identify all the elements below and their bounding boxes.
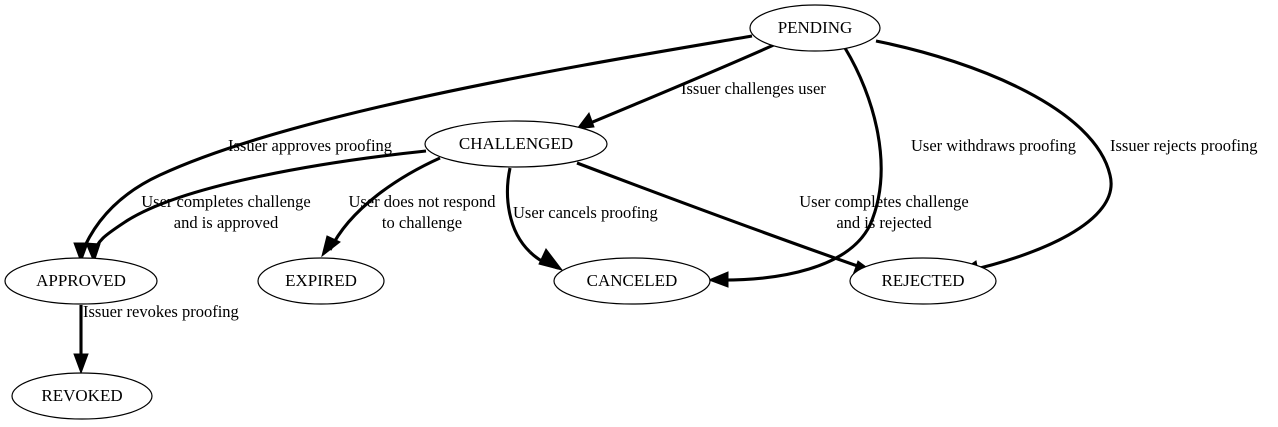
edge-label-pending-canceled: User withdraws proofing	[911, 136, 1076, 155]
edge-pending-rejected[interactable]	[875, 39, 1113, 277]
edge-label-challenged-approved-line1: User completes challenge	[141, 192, 311, 211]
edge-label-pending-rejected: Issuer rejects proofing	[1110, 136, 1258, 155]
edge-challenged-expired-arrowhead	[321, 235, 341, 258]
edge-challenged-canceled-path	[505, 167, 532, 254]
edge-label-challenged-rejected-line2: and is rejected	[836, 213, 932, 232]
node-pending-label: PENDING	[778, 18, 853, 37]
node-approved[interactable]: APPROVED	[4, 257, 158, 305]
node-rejected-ellipse	[849, 257, 997, 305]
node-revoked-label: REVOKED	[41, 386, 122, 405]
node-expired[interactable]: EXPIRED	[257, 257, 385, 305]
node-approved-label: APPROVED	[36, 271, 126, 290]
edge-label-challenged-rejected: User completes challenge and is rejected	[799, 192, 969, 232]
edge-challenged-canceled-path2	[528, 250, 559, 270]
edge-label-pending-approved: Issuer approves proofing	[228, 136, 392, 155]
node-pending[interactable]: PENDING	[749, 4, 881, 52]
edge-challenged-canceled[interactable]	[505, 167, 564, 271]
node-challenged[interactable]: CHALLENGED	[424, 120, 608, 168]
edge-label-challenged-approved-line2: and is approved	[174, 213, 279, 232]
node-rejected[interactable]: REJECTED	[849, 257, 997, 305]
edge-pending-challenged-arrowhead	[575, 111, 595, 130]
edge-pending-canceled[interactable]	[707, 47, 883, 288]
edge-label-approved-revoked: Issuer revokes proofing	[83, 302, 239, 321]
node-canceled[interactable]: CANCELED	[553, 257, 711, 305]
edge-pending-rejected-path	[875, 39, 1113, 273]
edge-pending-challenged-path	[582, 42, 777, 128]
edge-label-pending-challenged: Issuer challenges user	[681, 79, 826, 98]
node-pending-ellipse	[749, 4, 881, 52]
edge-pending-approved-path	[79, 34, 753, 256]
edge-approved-revoked-arrowhead	[73, 353, 89, 375]
node-revoked-ellipse	[11, 372, 153, 420]
edge-label-challenged-rejected-line1: User completes challenge	[799, 192, 969, 211]
node-challenged-ellipse	[424, 120, 608, 168]
node-canceled-label: CANCELED	[587, 271, 678, 290]
edge-approved-revoked[interactable]	[73, 305, 89, 375]
edge-pending-canceled-arrowhead	[707, 271, 729, 288]
node-approved-ellipse	[4, 257, 158, 305]
edge-label-challenged-canceled: User cancels proofing	[513, 203, 658, 222]
edge-pending-challenged[interactable]	[575, 42, 777, 130]
node-expired-ellipse	[257, 257, 385, 305]
edge-challenged-approved[interactable]	[85, 149, 427, 264]
node-revoked[interactable]: REVOKED	[11, 372, 153, 420]
node-rejected-label: REJECTED	[881, 271, 964, 290]
edge-pending-approved-arrowhead	[73, 242, 89, 264]
edge-label-challenged-approved: User completes challenge and is approved	[141, 192, 311, 232]
edge-label-challenged-expired: User does not respond to challenge	[348, 192, 496, 232]
edge-challenged-rejected-path	[576, 161, 867, 271]
edge-pending-approved[interactable]	[73, 34, 753, 264]
node-challenged-label: CHALLENGED	[459, 134, 573, 153]
node-expired-label: EXPIRED	[285, 271, 357, 290]
edge-label-challenged-expired-line1: User does not respond	[348, 192, 496, 211]
edge-challenged-approved-path	[91, 149, 427, 256]
edge-pending-canceled-path	[715, 47, 883, 282]
node-canceled-ellipse	[553, 257, 711, 305]
edge-challenged-expired[interactable]	[321, 156, 441, 258]
edge-label-challenged-expired-line2: to challenge	[382, 213, 462, 232]
edge-challenged-approved-arrowhead	[85, 242, 101, 264]
edge-challenged-expired-path	[328, 156, 441, 251]
